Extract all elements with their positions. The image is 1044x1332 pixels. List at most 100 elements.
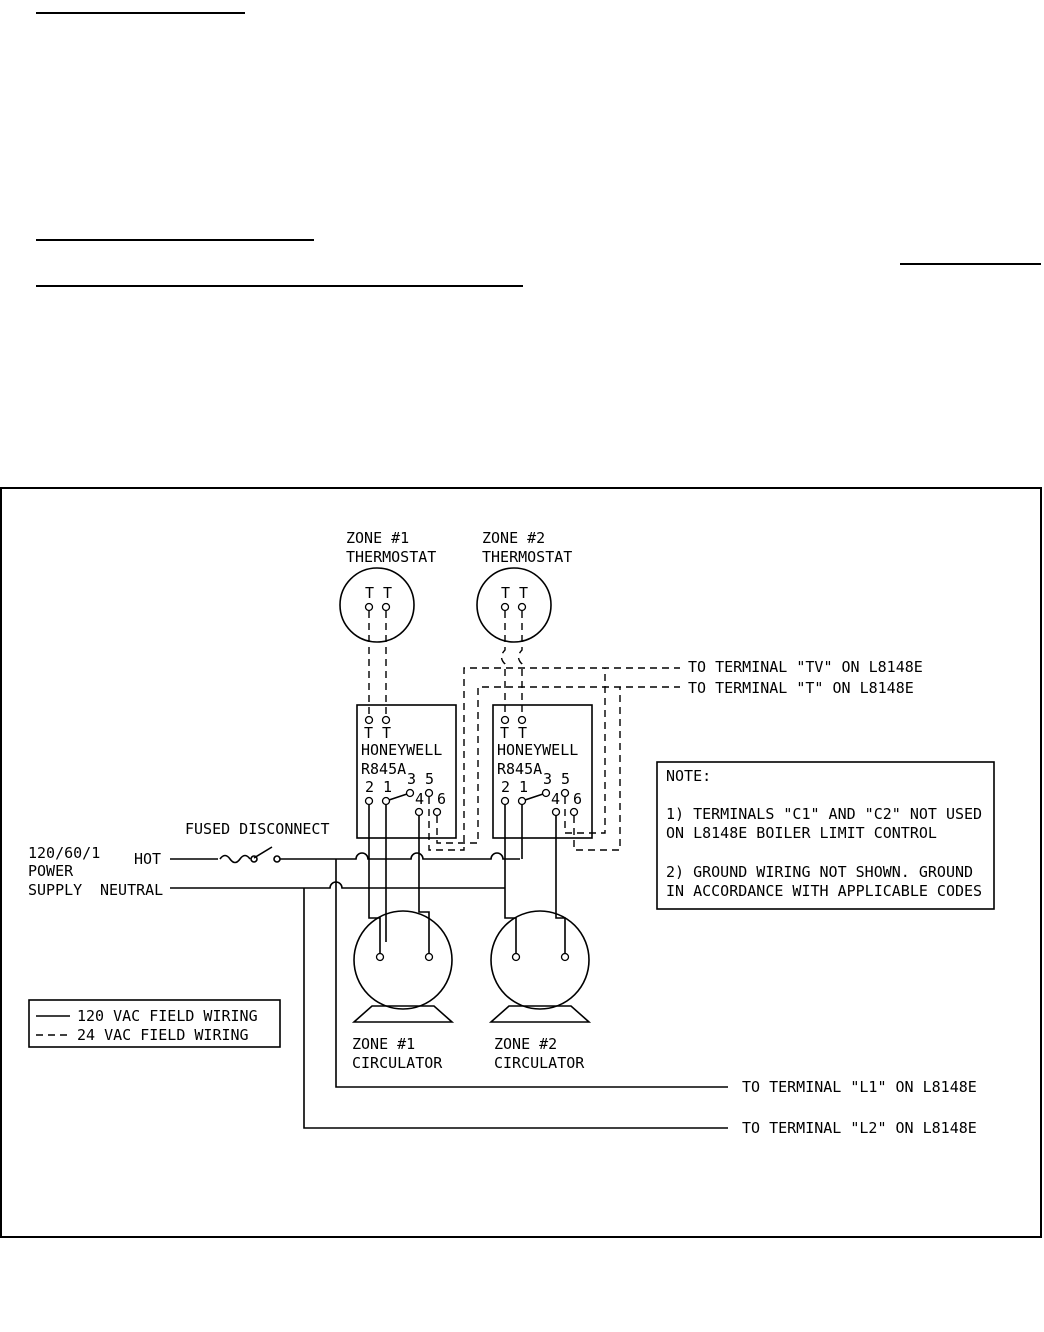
redacted-rule — [36, 12, 245, 14]
terminal-screw — [551, 807, 561, 817]
terminal-screw — [500, 602, 510, 612]
terminal-screw — [560, 952, 570, 962]
relay-terminal-4: 4 — [551, 790, 560, 808]
terminal-screw — [560, 788, 570, 798]
relay-terminal-2: 2 — [365, 778, 374, 796]
circulator-motor — [353, 910, 453, 1010]
wire — [555, 816, 566, 955]
terminal-screw — [517, 796, 527, 806]
relay-terminal-6: 6 — [573, 790, 582, 808]
terminal-screw — [364, 715, 374, 725]
supply-voltage: 120/60/1 — [28, 844, 100, 862]
note-line: 1) TERMINALS "C1" AND "C2" NOT USED — [666, 805, 982, 823]
thermostat-circle — [476, 567, 552, 643]
wire-to-l1 — [335, 859, 728, 1088]
dashed-wire — [428, 667, 680, 851]
relay-brand: HONEYWELL — [497, 741, 578, 759]
neutral-label: NEUTRAL — [100, 881, 163, 899]
note-line: 2) GROUND WIRING NOT SHOWN. GROUND — [666, 863, 973, 881]
redacted-rule — [36, 239, 314, 241]
terminal-screw — [517, 715, 527, 725]
relay-terminal-2: 2 — [501, 778, 510, 796]
relay-t-labels: T T — [364, 724, 391, 742]
line-voltage-wiring — [170, 805, 728, 1129]
terminal-screw — [500, 796, 510, 806]
thermostat-terminal-labels: T T — [501, 584, 528, 602]
callout-l1: TO TERMINAL "L1" ON L8148E — [742, 1078, 977, 1096]
terminal-screw — [541, 788, 551, 798]
zone2-thermostat-subtitle: THERMOSTAT — [482, 548, 572, 566]
relay-terminal-6: 6 — [437, 790, 446, 808]
relay-t-labels: T T — [500, 724, 527, 742]
terminal-screw — [381, 602, 391, 612]
terminal-screw — [364, 602, 374, 612]
note-box: NOTE: 1) TERMINALS "C1" AND "C2" NOT USE… — [656, 761, 995, 910]
relay-terminal-1: 1 — [519, 778, 528, 796]
zone1-circulator: ZONE #1 CIRCULATOR — [351, 910, 455, 1072]
zone1-relay: T T HONEYWELL R845A 2 1 3 5 4 6 — [356, 704, 457, 839]
note-line: ON L8148E BOILER LIMIT CONTROL — [666, 824, 937, 842]
fuse-icon — [170, 846, 281, 864]
terminal-screw — [424, 788, 434, 798]
supply-label: SUPPLY — [28, 881, 82, 899]
terminal-screw — [375, 952, 385, 962]
fused-disconnect-label: FUSED DISCONNECT — [185, 820, 330, 838]
zone2-relay: T T HONEYWELL R845A 2 1 3 5 4 6 — [492, 704, 593, 839]
dashed-wire — [573, 687, 621, 851]
zone2-thermostat: ZONE #2 THERMOSTAT T T — [476, 529, 572, 643]
zone2-circulator: ZONE #2 CIRCULATOR — [488, 910, 592, 1072]
legend-frame — [28, 999, 281, 1048]
terminal-screw — [381, 796, 391, 806]
redacted-rule — [36, 285, 523, 287]
legend-solid-label: 120 VAC FIELD WIRING — [77, 1007, 258, 1025]
callout-l2: TO TERMINAL "L2" ON L8148E — [742, 1119, 977, 1137]
dashed-wire — [436, 686, 680, 844]
relay-terminal-3: 3 — [407, 770, 416, 788]
relay-switch — [388, 793, 408, 801]
circulator-base — [351, 1005, 455, 1023]
dashed-wire — [564, 668, 606, 834]
circulator-base — [488, 1005, 592, 1023]
wire — [504, 888, 517, 955]
terminal-screw — [405, 788, 415, 798]
low-voltage-wiring — [368, 611, 680, 851]
supply-label: POWER — [28, 862, 74, 880]
relay-terminal-3: 3 — [543, 770, 552, 788]
hot-label: HOT — [134, 850, 161, 868]
legend: 120 VAC FIELD WIRING 24 VAC FIELD WIRING — [28, 999, 281, 1048]
power-supply: 120/60/1 POWER SUPPLY HOT NEUTRAL FUSED … — [28, 820, 330, 899]
relay-box — [356, 704, 457, 839]
hot-bus — [280, 852, 520, 860]
relay-switch — [524, 793, 544, 801]
circulator-subtitle: CIRCULATOR — [494, 1054, 585, 1072]
thermostat-circle — [339, 567, 415, 643]
relay-terminal-1: 1 — [383, 778, 392, 796]
dashed-wire — [517, 611, 523, 716]
relay-terminal-4: 4 — [415, 790, 424, 808]
relay-box — [492, 704, 593, 839]
relay-terminal-5: 5 — [425, 770, 434, 788]
relay-model: R845A — [361, 760, 406, 778]
circulator-title: ZONE #2 — [494, 1035, 557, 1053]
diagram-frame — [0, 487, 1042, 1238]
wire — [418, 816, 430, 955]
redacted-rule — [900, 263, 1041, 265]
callout-t: TO TERMINAL "T" ON L8148E — [688, 679, 914, 697]
zone1-thermostat: ZONE #1 THERMOSTAT T T — [339, 529, 436, 643]
wire — [368, 888, 381, 955]
note-line: IN ACCORDANCE WITH APPLICABLE CODES — [666, 882, 982, 900]
neutral-bus — [170, 881, 505, 889]
zone2-thermostat-title: ZONE #2 — [482, 529, 545, 547]
terminal-screw — [432, 807, 442, 817]
relay-model: R845A — [497, 760, 542, 778]
thermostat-terminal-labels: T T — [365, 584, 392, 602]
note-frame — [656, 761, 995, 910]
callout-tv: TO TERMINAL "TV" ON L8148E — [688, 658, 923, 676]
relay-terminal-5: 5 — [561, 770, 570, 788]
terminal-screw — [364, 796, 374, 806]
circulator-title: ZONE #1 — [352, 1035, 415, 1053]
zone1-thermostat-title: ZONE #1 — [346, 529, 409, 547]
terminal-screw — [381, 715, 391, 725]
dashed-wire — [500, 611, 506, 716]
